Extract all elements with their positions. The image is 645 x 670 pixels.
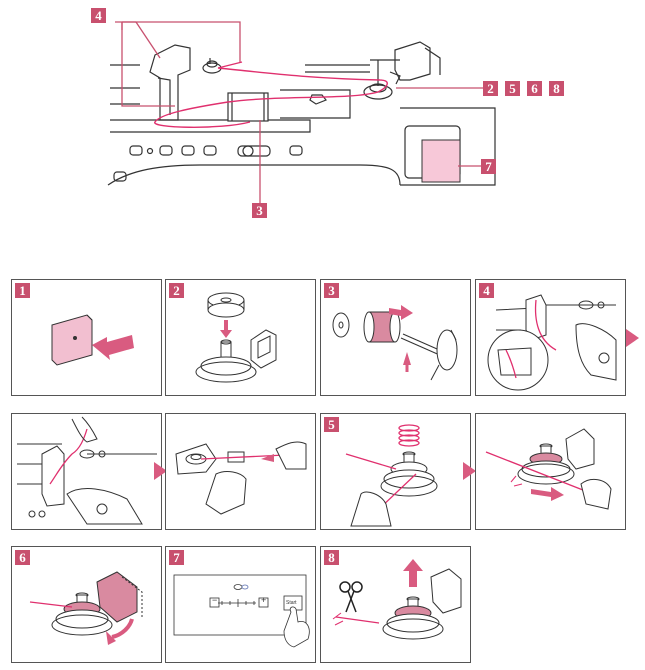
step-panel-4: 4 <box>475 279 626 396</box>
callout-3: 3 <box>252 203 267 218</box>
callout-8: 8 <box>549 81 564 96</box>
callout-4-top: 4 <box>91 8 106 23</box>
step-panel-5: 5 <box>320 413 471 530</box>
callout-7-display: 7 <box>481 159 496 174</box>
continue-arrow-row1 <box>626 329 639 347</box>
continue-arrow-row2b <box>463 462 476 480</box>
step-panel-3: 3 <box>320 279 471 396</box>
step-panel-8: 8 <box>320 546 471 663</box>
step-number-7: 7 <box>169 550 184 565</box>
step-number-3: 3 <box>324 283 339 298</box>
machine-overview-diagram: 4 2 5 6 8 7 3 <box>91 0 580 225</box>
step-number-1: 1 <box>15 283 30 298</box>
step-panel-2: 2 <box>165 279 316 396</box>
speed-plus-button[interactable]: + <box>261 595 267 605</box>
step-number-6: 6 <box>15 550 30 565</box>
step-panel-4c <box>165 413 316 530</box>
speed-minus-button[interactable]: − <box>212 595 218 605</box>
step-panel-4b <box>11 413 162 530</box>
callout-6: 6 <box>527 81 542 96</box>
step-panel-5b <box>475 413 626 530</box>
step-panel-6: 6 <box>11 546 162 663</box>
callout-5: 5 <box>505 81 520 96</box>
step-number-2: 2 <box>169 283 184 298</box>
callout-2: 2 <box>483 81 498 96</box>
step-number-4: 4 <box>479 283 494 298</box>
start-button[interactable]: Start <box>286 600 297 606</box>
step-panel-7: − + Start 7 <box>165 546 316 663</box>
step-panel-1: 1 <box>11 279 162 396</box>
continue-arrow-row2a <box>154 462 167 480</box>
step-number-5: 5 <box>324 417 339 432</box>
sewing-machine-top-illustration <box>107 21 496 206</box>
step-number-8: 8 <box>324 550 339 565</box>
